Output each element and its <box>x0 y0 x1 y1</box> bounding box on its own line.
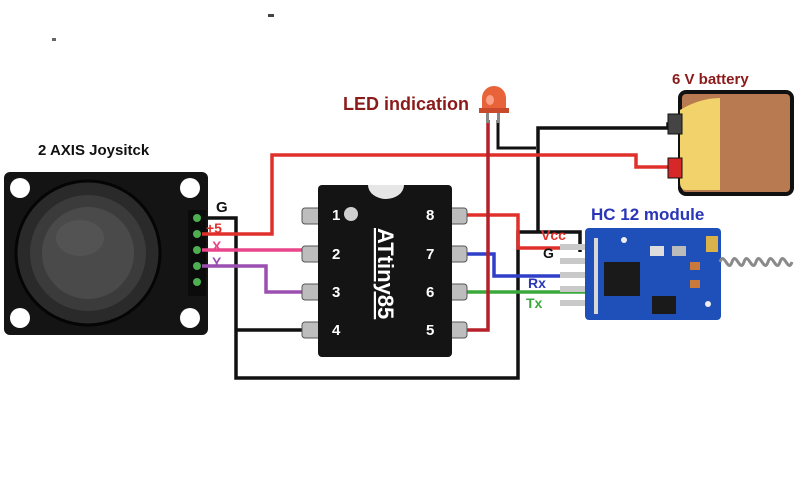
battery-icon <box>667 90 794 196</box>
hc12-pin-rx: Rx <box>528 275 546 291</box>
hc12-module <box>560 228 721 320</box>
led-title: LED indication <box>343 94 469 114</box>
chip-pin-4: 4 <box>332 322 341 339</box>
chip-pin-1: 1 <box>332 207 340 224</box>
led-icon <box>479 86 509 123</box>
antenna-icon <box>718 257 794 267</box>
speck <box>268 14 274 17</box>
chip-pin-8: 8 <box>426 207 434 224</box>
ground-wire <box>202 216 538 380</box>
led-cathode-wire <box>496 120 536 150</box>
chip-pin-6: 6 <box>426 284 434 301</box>
joystick-pin-g: G <box>216 199 228 216</box>
joystick-pin-y: Y <box>212 254 222 270</box>
vcc-wire <box>202 153 676 236</box>
hc12-pin-vcc: Vcc <box>541 227 566 243</box>
battery-title: 6 V battery <box>672 71 749 88</box>
joystick-module <box>4 172 208 335</box>
hc12-pin-g: G <box>543 245 554 261</box>
hc12-title: HC 12 module <box>591 205 704 224</box>
chip-label: ATtiny85 <box>373 228 398 319</box>
chip-pin-3: 3 <box>332 284 340 301</box>
attiny85-chip <box>301 185 468 357</box>
y-axis-wire <box>202 264 316 294</box>
hc12-pin-tx: Tx <box>526 295 543 311</box>
joystick-pin-plus5: +5 <box>206 220 222 236</box>
chip-pin-5: 5 <box>426 322 434 339</box>
chip-pin-7: 7 <box>426 246 434 263</box>
speck <box>52 38 56 41</box>
joystick-pin-x: X <box>212 238 222 254</box>
chip-pin-2: 2 <box>332 246 340 263</box>
rx-wire <box>455 252 586 278</box>
joystick-title: 2 AXIS Joysitck <box>38 142 150 159</box>
